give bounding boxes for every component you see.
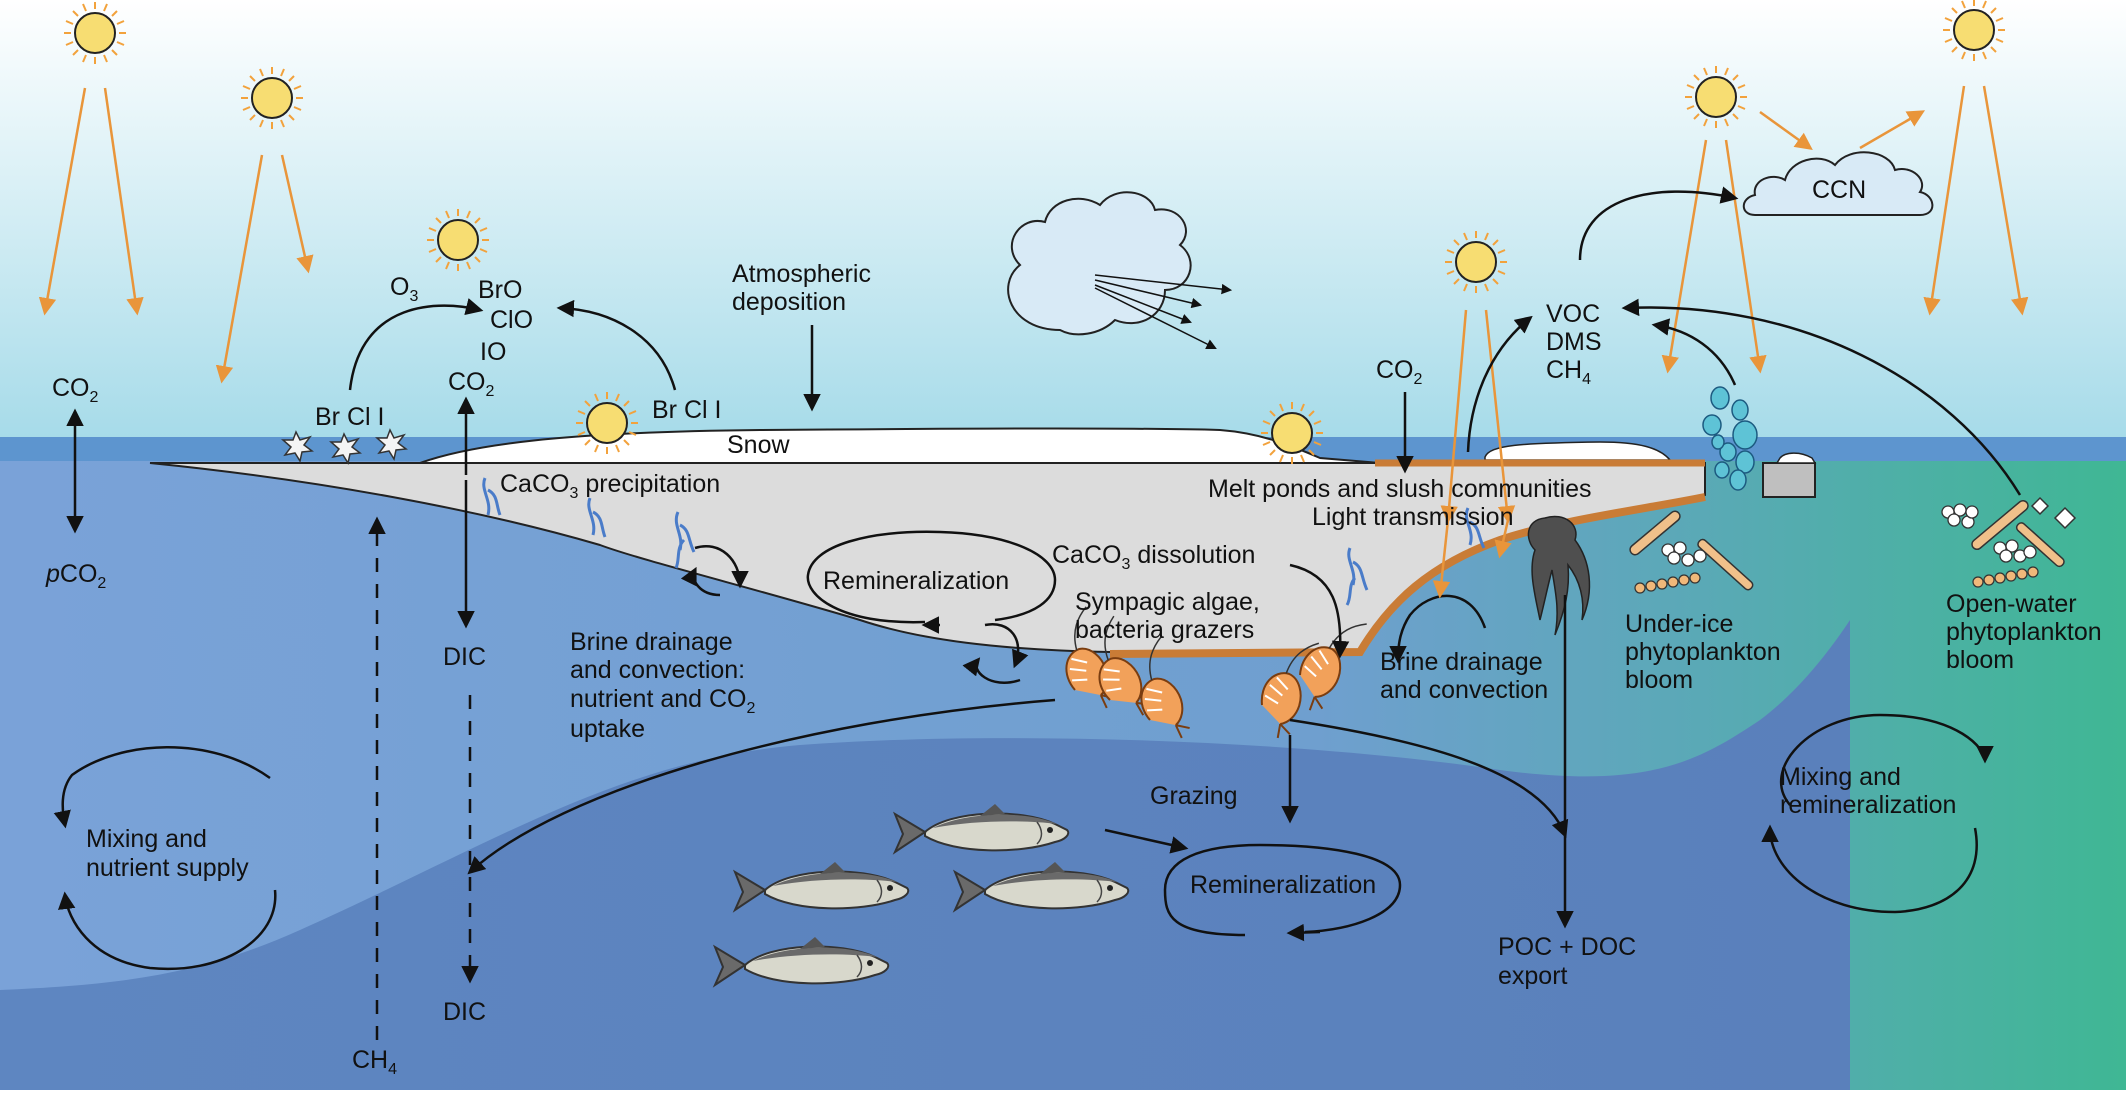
dms-label: DMS: [1546, 328, 1602, 356]
caco3-dissolution-label: CaCO3 dissolution: [1052, 541, 1255, 573]
gas-bubbles: [1702, 386, 1758, 491]
open-water-phytoplankton: [1941, 496, 2077, 588]
remineralization-ocean-label: Remineralization: [1190, 871, 1376, 899]
under-ice-bloom-label-3: bloom: [1625, 666, 1693, 694]
brine-drainage-left-2: and convection:: [570, 656, 745, 684]
mixing-remineralization-label-2: remineralization: [1780, 791, 1956, 819]
sympagic-label-2: bacteria grazers: [1075, 616, 1254, 644]
brcli-left-label: Br Cl I: [315, 403, 384, 431]
dic-lower-label: DIC: [443, 998, 486, 1026]
caco3-precipitation-label: CaCO3 precipitation: [500, 470, 720, 502]
brcli-right-label: Br Cl I: [652, 396, 721, 424]
ccn-cloud: [1742, 151, 1934, 216]
atmospheric-deposition-label-1: Atmospheric: [732, 260, 871, 288]
brine-drainage-right-1: Brine drainage: [1380, 648, 1543, 676]
pco2-label: pCO2: [45, 560, 106, 592]
grazing-label: Grazing: [1150, 782, 1238, 810]
under-ice-phytoplankton: [1629, 510, 1754, 594]
mixing-nutrient-label-2: nutrient supply: [86, 854, 249, 882]
under-ice-bloom-label-2: phytoplankton: [1625, 638, 1781, 666]
co2-right-label: CO2: [1376, 356, 1423, 388]
mixing-remineralization-label-1: Mixing and: [1780, 763, 1901, 791]
ccn-label: CCN: [1812, 176, 1866, 204]
remineralization-loop-ice: [806, 530, 1057, 624]
o3-label: O3: [390, 273, 418, 305]
ch4-top-label: CH4: [1546, 356, 1591, 388]
dic-upper-label: DIC: [443, 643, 486, 671]
mixing-nutrient-label-1: Mixing and: [86, 825, 207, 853]
bro-label: BrO: [478, 276, 522, 304]
clo-label: ClO: [490, 306, 533, 334]
solar-radiation-arrows: [38, 85, 2029, 524]
remineralization-loop-ocean: [1163, 843, 1402, 937]
brine-drainage-left-3: nutrient and CO2: [570, 685, 756, 717]
poc-doc-label-2: export: [1498, 962, 1568, 990]
kelp: [1527, 515, 1591, 636]
ice-floe: [1762, 462, 1816, 498]
under-ice-bloom-label-1: Under-ice: [1625, 610, 1733, 638]
brine-drainage-left-1: Brine drainage: [570, 628, 733, 656]
io-label: IO: [480, 338, 506, 366]
atmospheric-deposition-label-2: deposition: [732, 288, 846, 316]
poc-doc-label-1: POC + DOC: [1498, 933, 1636, 961]
process-arrows: [53, 186, 2022, 971]
sympagic-label-1: Sympagic algae,: [1075, 588, 1260, 616]
co2-left-label: CO2: [52, 374, 99, 406]
snow-label: Snow: [727, 431, 790, 459]
voc-label: VOC: [1546, 300, 1600, 328]
co2-mid-label: CO2: [448, 368, 495, 400]
brine-drainage-left-4: uptake: [570, 715, 645, 743]
open-water-bloom-label-3: bloom: [1946, 646, 2014, 674]
frost-flowers: [281, 428, 408, 465]
brine-channels: [482, 477, 1486, 606]
brine-drainage-right-2: and convection: [1380, 676, 1548, 704]
snow-layer: [419, 427, 1381, 464]
light-transmission-label: Light transmission: [1312, 503, 1513, 531]
melt-ponds-label: Melt ponds and slush communities: [1208, 475, 1592, 503]
cloud: [1007, 191, 1192, 336]
ch4-bottom-label: CH4: [352, 1046, 397, 1078]
open-water-bloom-label-2: phytoplankton: [1946, 618, 2102, 646]
remineralization-ice-label: Remineralization: [823, 567, 1009, 595]
open-water-bloom-label-1: Open-water: [1946, 590, 2077, 618]
